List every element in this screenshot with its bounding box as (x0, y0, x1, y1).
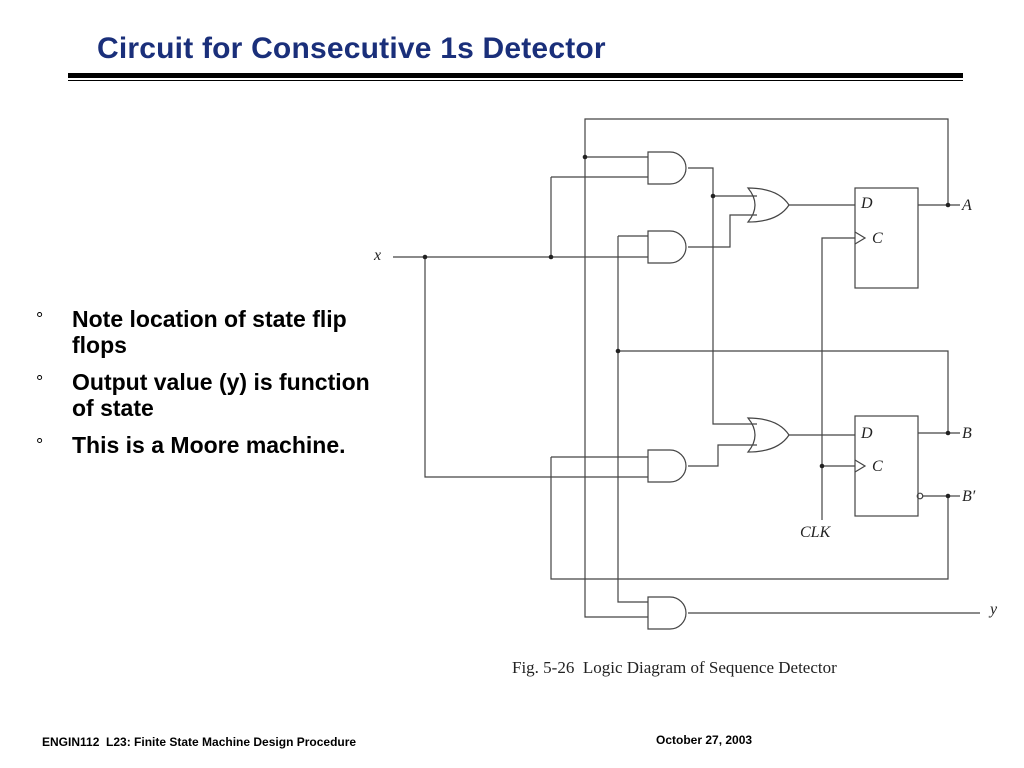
output-b-label: B (962, 425, 972, 442)
and-gate-4 (647, 596, 687, 630)
wire-and1-to-or2 (712, 196, 757, 425)
wire-bnot-loop (550, 457, 949, 580)
wire-and2-out (688, 214, 757, 248)
output-y-label: y (988, 601, 998, 618)
title-divider-thin (68, 80, 963, 81)
bullet-marker: ° (36, 309, 44, 329)
bullet-text: Note location of state flip flops (72, 306, 347, 358)
bullet-list: ° Note location of state flip flops ° Ou… (36, 306, 376, 469)
junction-dot (945, 430, 951, 436)
wire-x-down (424, 257, 648, 478)
junction-dot (582, 154, 588, 160)
junction-dot (710, 193, 716, 199)
bullet-marker: ° (36, 435, 44, 455)
slide-title: Circuit for Consecutive 1s Detector (97, 32, 606, 65)
ff2-c-label: C (872, 458, 883, 475)
wire-and1-out (688, 167, 757, 197)
junction-dot (548, 254, 554, 260)
title-divider (68, 73, 963, 78)
bullet-marker: ° (36, 372, 44, 392)
bullet-text: This is a Moore machine. (72, 432, 346, 458)
and-gate-3 (647, 449, 687, 483)
bullet-item: ° Output value (y) is function of state (36, 369, 376, 421)
junction-dot (945, 493, 951, 499)
bullet-item: ° Note location of state flip flops (36, 306, 376, 358)
clock-label: CLK (800, 524, 832, 541)
output-b-not-label: B′ (962, 488, 976, 505)
bullet-item: ° This is a Moore machine. (36, 432, 376, 458)
and-gate-1 (647, 151, 687, 185)
footer-course: ENGIN112 L23: Finite State Machine Desig… (42, 735, 357, 749)
output-a-label: A (961, 197, 972, 214)
junction-dot (819, 463, 825, 469)
or-gate-1 (746, 187, 790, 223)
ff1-d-label: D (860, 195, 873, 212)
input-x-label: x (373, 247, 381, 264)
wire-a-feedback (584, 118, 949, 618)
wire-and3-out (688, 444, 757, 467)
bullet-text: Output value (y) is function of state (72, 369, 370, 421)
wire-clk (821, 237, 855, 520)
ff1-clock-triangle (854, 231, 867, 245)
ff2-clock-triangle (854, 459, 867, 473)
or-gate-2 (746, 417, 790, 453)
junction-dot (615, 348, 621, 354)
junction-dot (945, 202, 951, 208)
ff1-c-label: C (872, 230, 883, 247)
figure-caption: Fig. 5-26 Logic Diagram of Sequence Dete… (512, 658, 837, 677)
footer-date: October 27, 2003 (656, 733, 753, 747)
and-gate-2 (647, 230, 687, 264)
wire-b-feedback (617, 350, 949, 603)
ff2-inverted-output-bubble (916, 492, 924, 500)
junction-dot (422, 254, 428, 260)
ff2-d-label: D (860, 425, 873, 442)
